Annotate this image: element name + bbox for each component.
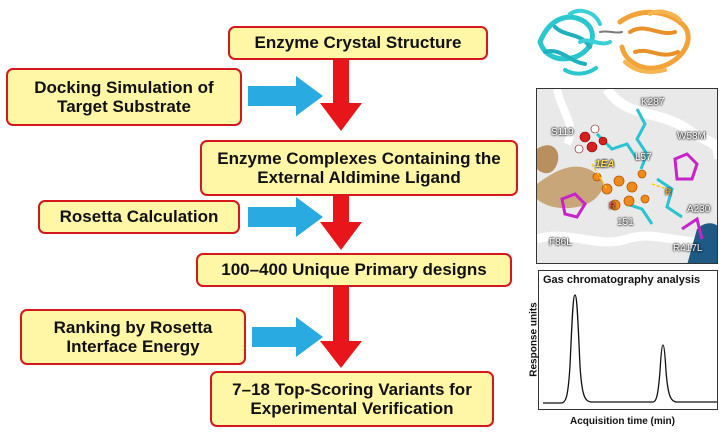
side-arrow-1: [248, 76, 323, 116]
down-arrow-2: [320, 196, 362, 250]
residue-label-151: 151: [617, 217, 634, 228]
residue-label-r-2: R: [665, 187, 672, 197]
gc-trace: [543, 294, 717, 404]
residue-label-f86l: F86L: [549, 237, 572, 248]
gc-ylabel: Response units: [528, 302, 540, 377]
step-primary-designs: 100–400 Unique Primary designs: [196, 253, 512, 287]
gc-title: Gas chromatography analysis: [543, 274, 701, 286]
residue-label-1ea: 1EA: [595, 159, 615, 170]
down-arrow-1: [320, 60, 362, 131]
step-primary-designs-label: 100–400 Unique Primary designs: [221, 260, 487, 280]
active-site-structure-panel: K287 S119 L57 W58M 1EA A230 F86L R417L 1…: [536, 88, 718, 264]
gc-chromatogram-panel: Gas chromatography analysis: [538, 270, 718, 410]
step-crystal-structure: Enzyme Crystal Structure: [228, 26, 488, 60]
residue-label-a230: A230: [687, 204, 711, 215]
residue-label-k287: K287: [641, 97, 665, 108]
down-arrow-3: [320, 287, 362, 368]
input-rosetta-calculation: Rosetta Calculation: [38, 200, 240, 234]
residue-label-l57: L57: [635, 152, 652, 163]
step-enzyme-complexes-label: Enzyme Complexes Containing the External…: [217, 148, 501, 187]
residue-label-r-1: R: [609, 201, 616, 211]
input-docking-simulation-label: Docking Simulation of Target Substrate: [34, 77, 214, 116]
step-crystal-structure-label: Enzyme Crystal Structure: [254, 33, 462, 53]
input-ranking-energy-label: Ranking by Rosetta Interface Energy: [53, 317, 213, 356]
side-arrow-2: [248, 197, 323, 237]
residue-label-r417l: R417L: [673, 243, 703, 254]
input-docking-simulation: Docking Simulation of Target Substrate: [6, 68, 242, 126]
input-rosetta-calculation-label: Rosetta Calculation: [59, 207, 219, 227]
side-arrow-3: [252, 317, 323, 357]
residue-label-s119: S119: [551, 127, 574, 138]
step-enzyme-complexes: Enzyme Complexes Containing the External…: [200, 140, 518, 196]
protein-ribbon-image: [537, 8, 691, 76]
active-site-structure-image: [537, 89, 717, 263]
residue-label-w58m: W58M: [677, 131, 706, 142]
gc-xlabel: Acquisition time (min): [570, 416, 675, 427]
step-top-variants: 7–18 Top-Scoring Variants for Experiment…: [210, 371, 494, 427]
input-ranking-energy: Ranking by Rosetta Interface Energy: [20, 309, 246, 365]
step-top-variants-label: 7–18 Top-Scoring Variants for Experiment…: [232, 379, 472, 418]
